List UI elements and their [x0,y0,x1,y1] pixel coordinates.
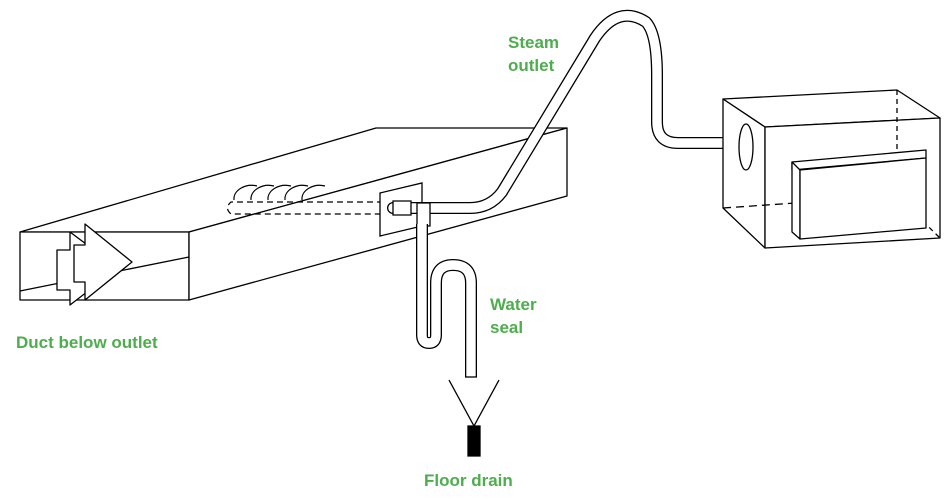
duct-below-outlet-label: Duct below outlet [16,333,158,352]
water-seal-label: Water seal [490,293,537,339]
floor-drain-label: Floor drain [424,471,513,490]
floor-drain [448,379,500,456]
manifold-dashed-tube [228,202,394,214]
steam-manifold [228,185,394,214]
water-seal-tube [422,224,477,377]
steam-outlet-label-line1: Steam [508,33,560,52]
steam-hose-inner [393,16,760,208]
steam-plume-4 [285,185,308,200]
tee-fitting [393,201,430,226]
steam-plume-3 [268,185,291,200]
steam-outlet-label-line2: outlet [508,56,555,75]
water-seal-outer [422,224,471,377]
steam-plume-5 [302,185,325,200]
unit-panel-front [800,158,926,239]
steam-plume-1 [234,185,257,200]
arrow-front [74,224,132,300]
steam-plume-2 [251,185,274,200]
steam-hose [393,16,760,208]
water-seal-label-line1: Water [490,295,537,314]
drain-funnel [448,379,500,428]
humidifier-unit [723,90,940,248]
tee-collar [393,201,411,215]
water-seal-inner [422,224,471,377]
unit-panel-side [792,162,800,239]
water-seal-label-line2: seal [490,318,524,337]
airflow-arrow [57,224,132,305]
steam-outlet-label: Steam outlet [508,31,559,77]
drain-pipe [468,426,480,456]
tee-junction [417,203,430,226]
unit-steam-port [739,124,753,170]
